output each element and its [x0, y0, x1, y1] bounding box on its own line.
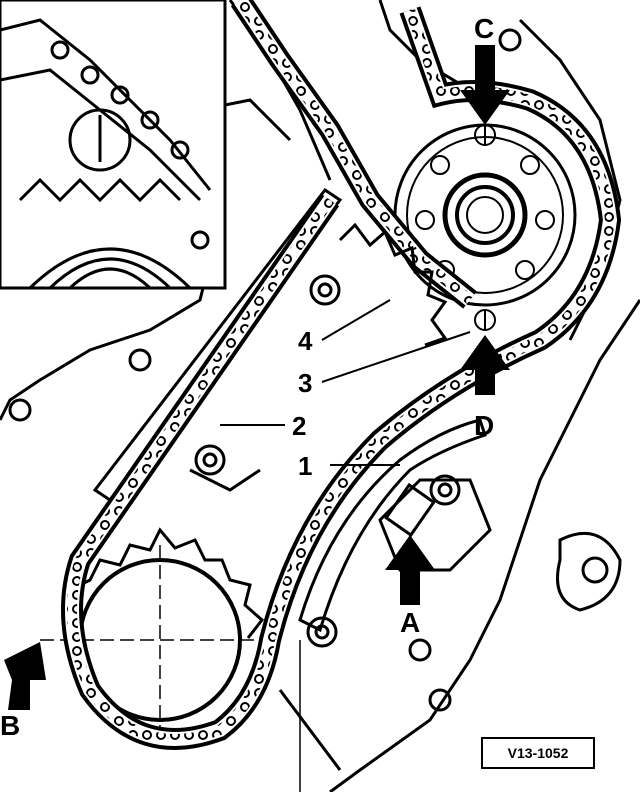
arrow-b	[4, 642, 46, 710]
callout-3: 3	[298, 368, 312, 398]
crankshaft-sprocket	[40, 527, 301, 792]
leader-lines	[220, 299, 471, 466]
callout-4: 4	[298, 326, 313, 356]
arrow-d	[460, 335, 510, 395]
arrow-a	[385, 535, 435, 605]
callout-b: B	[0, 710, 20, 741]
reference-label: V13-1052	[481, 737, 595, 769]
intermediate-sprocket	[338, 222, 448, 347]
callout-c: C	[474, 13, 494, 44]
callout-2: 2	[292, 411, 306, 441]
tensioner-rail	[298, 418, 487, 648]
reference-code: V13-1052	[508, 745, 569, 761]
inset-detail-view	[0, 0, 227, 290]
timing-chain	[61, 0, 622, 750]
callout-d: D	[474, 410, 494, 441]
arrow-c	[460, 45, 510, 125]
callout-a: A	[400, 607, 420, 638]
camshaft-sprocket	[393, 123, 577, 331]
callout-1: 1	[298, 451, 312, 481]
